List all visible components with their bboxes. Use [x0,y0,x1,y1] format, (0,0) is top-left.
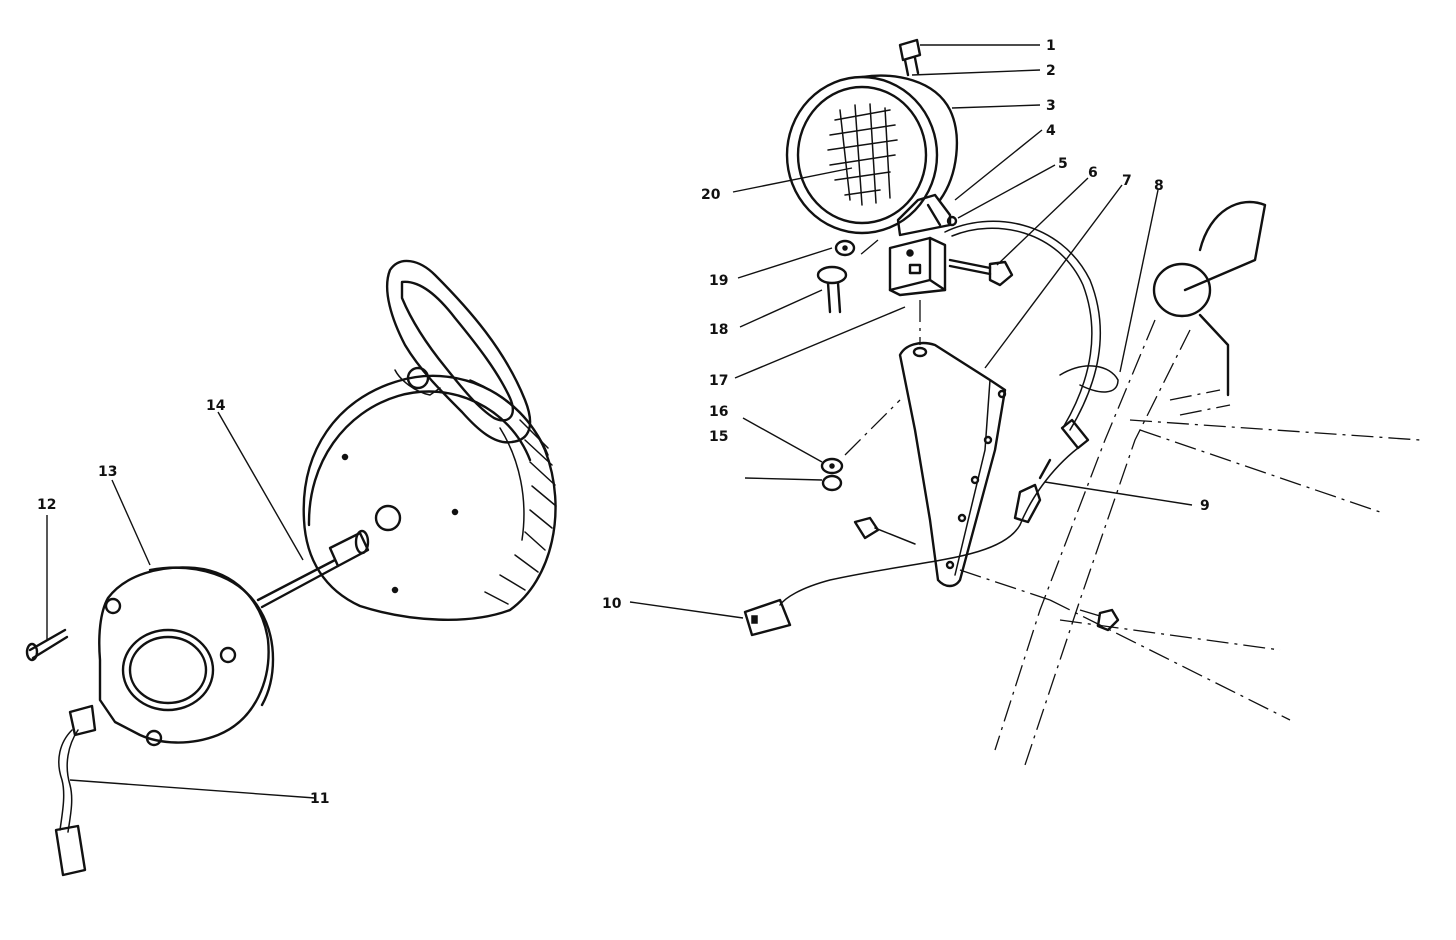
headlight-knob [898,38,922,77]
headlight-wire [779,220,1119,606]
callout-10: 10 [602,596,622,612]
callout-3: 3 [1046,98,1056,114]
wire-clip [1013,458,1052,524]
callout-16: 16 [709,404,728,420]
alignment-lines [844,239,1101,617]
callout-14: 14 [206,398,226,414]
callout-20: 20 [701,187,721,203]
lock-washer [834,239,856,257]
callout-1: 1 [1046,38,1056,54]
washer-and-nut [820,457,844,492]
mounting-bracket [888,236,947,297]
callout-17: 17 [709,373,728,389]
callout-15: 15 [709,429,728,445]
callout-5: 5 [1058,156,1068,172]
callout-2: 2 [1046,63,1056,79]
headlight [785,74,959,235]
starter-handle [386,259,532,444]
pulley-cover [98,566,275,747]
hex-bolt [948,258,1014,287]
lower-bolt [853,516,916,545]
handle-frame [959,200,1421,766]
callout-11: 11 [310,791,329,807]
support-bracket [898,341,1007,588]
leader-lines [46,44,1193,799]
recoil-starter-housing [302,374,557,621]
headlight-mount [896,193,958,237]
callout-6: 6 [1088,165,1098,181]
rope-shaft [256,529,370,609]
callout-12: 12 [37,497,56,513]
wire-harness [54,704,97,877]
callout-13: 13 [98,464,117,480]
callout-8: 8 [1154,178,1164,194]
wire-connector-plug [743,598,792,637]
callout-9: 9 [1200,498,1210,514]
carriage-bolt [816,265,848,314]
callout-18: 18 [709,322,728,338]
callout-labels: 1 2 3 4 5 6 7 8 9 10 11 12 13 14 15 16 1… [37,38,1210,807]
callout-7: 7 [1122,173,1132,189]
callout-19: 19 [709,273,728,289]
callout-4: 4 [1046,123,1056,139]
